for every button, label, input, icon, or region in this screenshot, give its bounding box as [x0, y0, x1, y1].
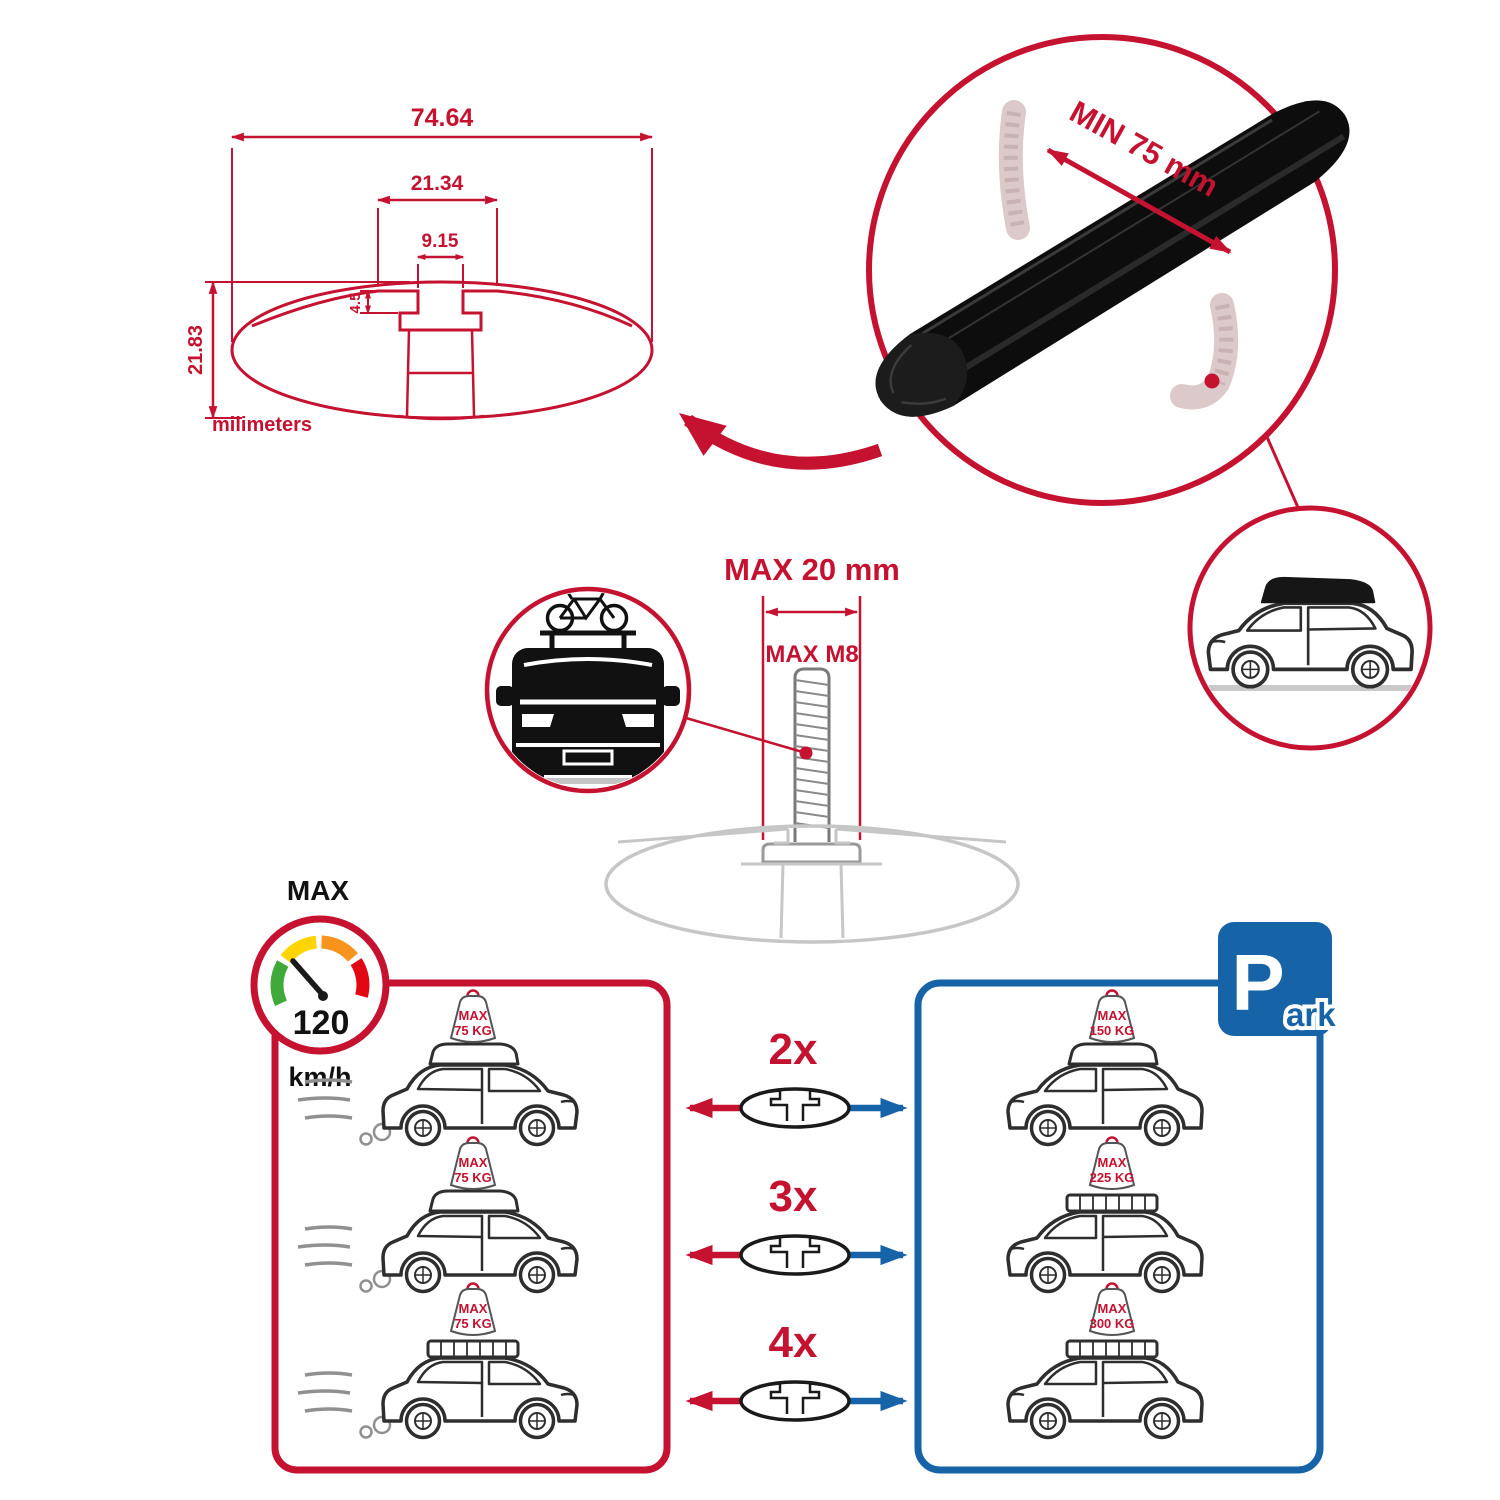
parking-sign-ark: ark — [1286, 996, 1336, 1033]
tag-weight: 75 KG — [454, 1023, 492, 1038]
dim-channel-outer-label: 21.34 — [411, 172, 464, 195]
bolt-leader-line — [685, 716, 807, 755]
motion-lines-icon — [297, 1078, 353, 1120]
driving-car: MAX 75 KG — [297, 989, 579, 1147]
speed-max-label: MAX — [287, 875, 350, 906]
load-row-3: MAX 75 KG 4x MAX 300 KG — [297, 1282, 1204, 1440]
clamp-strap-icons — [998, 100, 1239, 410]
zoom-pointer-arrow-icon — [678, 413, 883, 470]
parking-sign: P ark — [1218, 922, 1340, 1037]
load-tag: MAX 75 KG — [449, 1136, 497, 1190]
roofbasket-icon — [1065, 1193, 1159, 1213]
dim-21-83-extensions — [205, 281, 410, 419]
tag-max-word: MAX — [459, 1155, 488, 1170]
tag-weight: 75 KG — [454, 1170, 492, 1185]
car-front-circle — [484, 586, 807, 794]
technical-drawing: 74.64 21.34 9.15 4.5 21.83 milimeters — [185, 104, 654, 436]
clamp-point-dot — [1204, 373, 1220, 389]
crossbar-zoom: MIN 75 mm — [866, 34, 1350, 506]
bar-profile-outline — [230, 280, 654, 420]
gauge-needle — [290, 958, 325, 997]
parked-car: MAX 300 KG — [1006, 1282, 1204, 1440]
roofbasket-icon — [1065, 1339, 1159, 1359]
exhaust-puff-icon — [372, 1415, 392, 1435]
bolt-max-thread-label: MAX M8 — [765, 641, 858, 668]
exhaust-puff-icon — [359, 1425, 373, 1439]
tag-weight: 75 KG — [454, 1316, 492, 1331]
load-tag: MAX 75 KG — [449, 1282, 497, 1336]
roofbox-icon — [428, 1189, 520, 1213]
roofbox-dark-icon — [1260, 576, 1376, 604]
bar-profile-icon — [739, 1087, 851, 1129]
min-span-arrow-icon — [1046, 147, 1232, 255]
load-tag: MAX 300 KG — [1088, 1282, 1136, 1336]
roofbasket-icon — [426, 1339, 520, 1359]
faded-profile — [604, 824, 1020, 944]
tag-weight: 300 KG — [1090, 1316, 1135, 1331]
dim-channel-inner-label: 9.15 — [422, 231, 459, 252]
tag-max-word: MAX — [1098, 1155, 1127, 1170]
dim-total-width-label: 74.64 — [411, 104, 474, 132]
profile-stem — [397, 329, 485, 421]
speed-gauge-icon — [270, 935, 370, 1006]
dim-9-15-extensions — [417, 264, 464, 288]
bolt-dim-extensions — [761, 596, 862, 840]
roof-crossbar-icon — [540, 630, 636, 648]
units-label: milimeters — [212, 414, 312, 436]
bar-profile-icon — [739, 1380, 851, 1422]
dim-74-extensions — [231, 148, 653, 342]
qty-label: 4x — [769, 1318, 818, 1367]
tag-weight: 150 KG — [1090, 1023, 1135, 1038]
parked-car: MAX 225 KG — [1006, 1136, 1204, 1294]
circle-connector-line — [1265, 436, 1302, 513]
load-tag: MAX 150 KG — [1088, 989, 1136, 1043]
bolt-spec: MAX 20 mm MAX M8 — [604, 552, 1020, 944]
driving-car: MAX 75 KG — [297, 1136, 579, 1294]
bar-profile-icon — [739, 1234, 851, 1276]
parking-sign-square — [1218, 922, 1332, 1036]
exhaust-puff-icon — [359, 1132, 373, 1146]
load-row-1: MAX 75 KG 2x MAX 150 KG — [297, 989, 1204, 1147]
tag-weight: 225 KG — [1090, 1170, 1135, 1185]
exhaust-puff-icon — [359, 1279, 373, 1293]
tag-max-word: MAX — [459, 1301, 488, 1316]
qty-label: 3x — [769, 1172, 818, 1221]
load-row-2: MAX 75 KG 3x MAX 225 KG — [297, 1136, 1204, 1294]
suv-roofbox-circle — [1187, 505, 1433, 751]
tag-max-word: MAX — [1098, 1301, 1127, 1316]
roofbox-icon — [1067, 1042, 1159, 1066]
tag-max-word: MAX — [459, 1008, 488, 1023]
motion-lines-icon — [297, 1225, 353, 1267]
exhaust-puff-icon — [372, 1122, 392, 1142]
speedometer: MAX 120 km/h — [250, 875, 390, 1092]
roofbox-icon — [428, 1042, 520, 1066]
dim-4-5-extensions — [360, 290, 398, 314]
bolt-max-width-label: MAX 20 mm — [724, 552, 900, 587]
driving-car: MAX 75 KG — [297, 1282, 579, 1440]
speed-value: 120 — [293, 1004, 350, 1042]
exhaust-puff-icon — [372, 1269, 392, 1289]
parking-sign-p: P — [1231, 938, 1284, 1027]
t-bolt-icon — [761, 667, 862, 864]
dim-lip-height-label: 4.5 — [347, 293, 364, 314]
speed-unit-label: km/h — [288, 1062, 351, 1092]
motion-lines-icon — [297, 1371, 353, 1413]
parked-car: MAX 150 KG — [1006, 989, 1204, 1147]
t-slot-profile — [251, 289, 633, 332]
dim-profile-height-label: 21.83 — [185, 325, 207, 375]
qty-label: 2x — [769, 1025, 818, 1074]
tag-max-word: MAX — [1098, 1008, 1127, 1023]
dim-21-34-extensions — [377, 208, 498, 286]
load-tag: MAX 225 KG — [1088, 1136, 1136, 1190]
load-tag: MAX 75 KG — [449, 989, 497, 1043]
